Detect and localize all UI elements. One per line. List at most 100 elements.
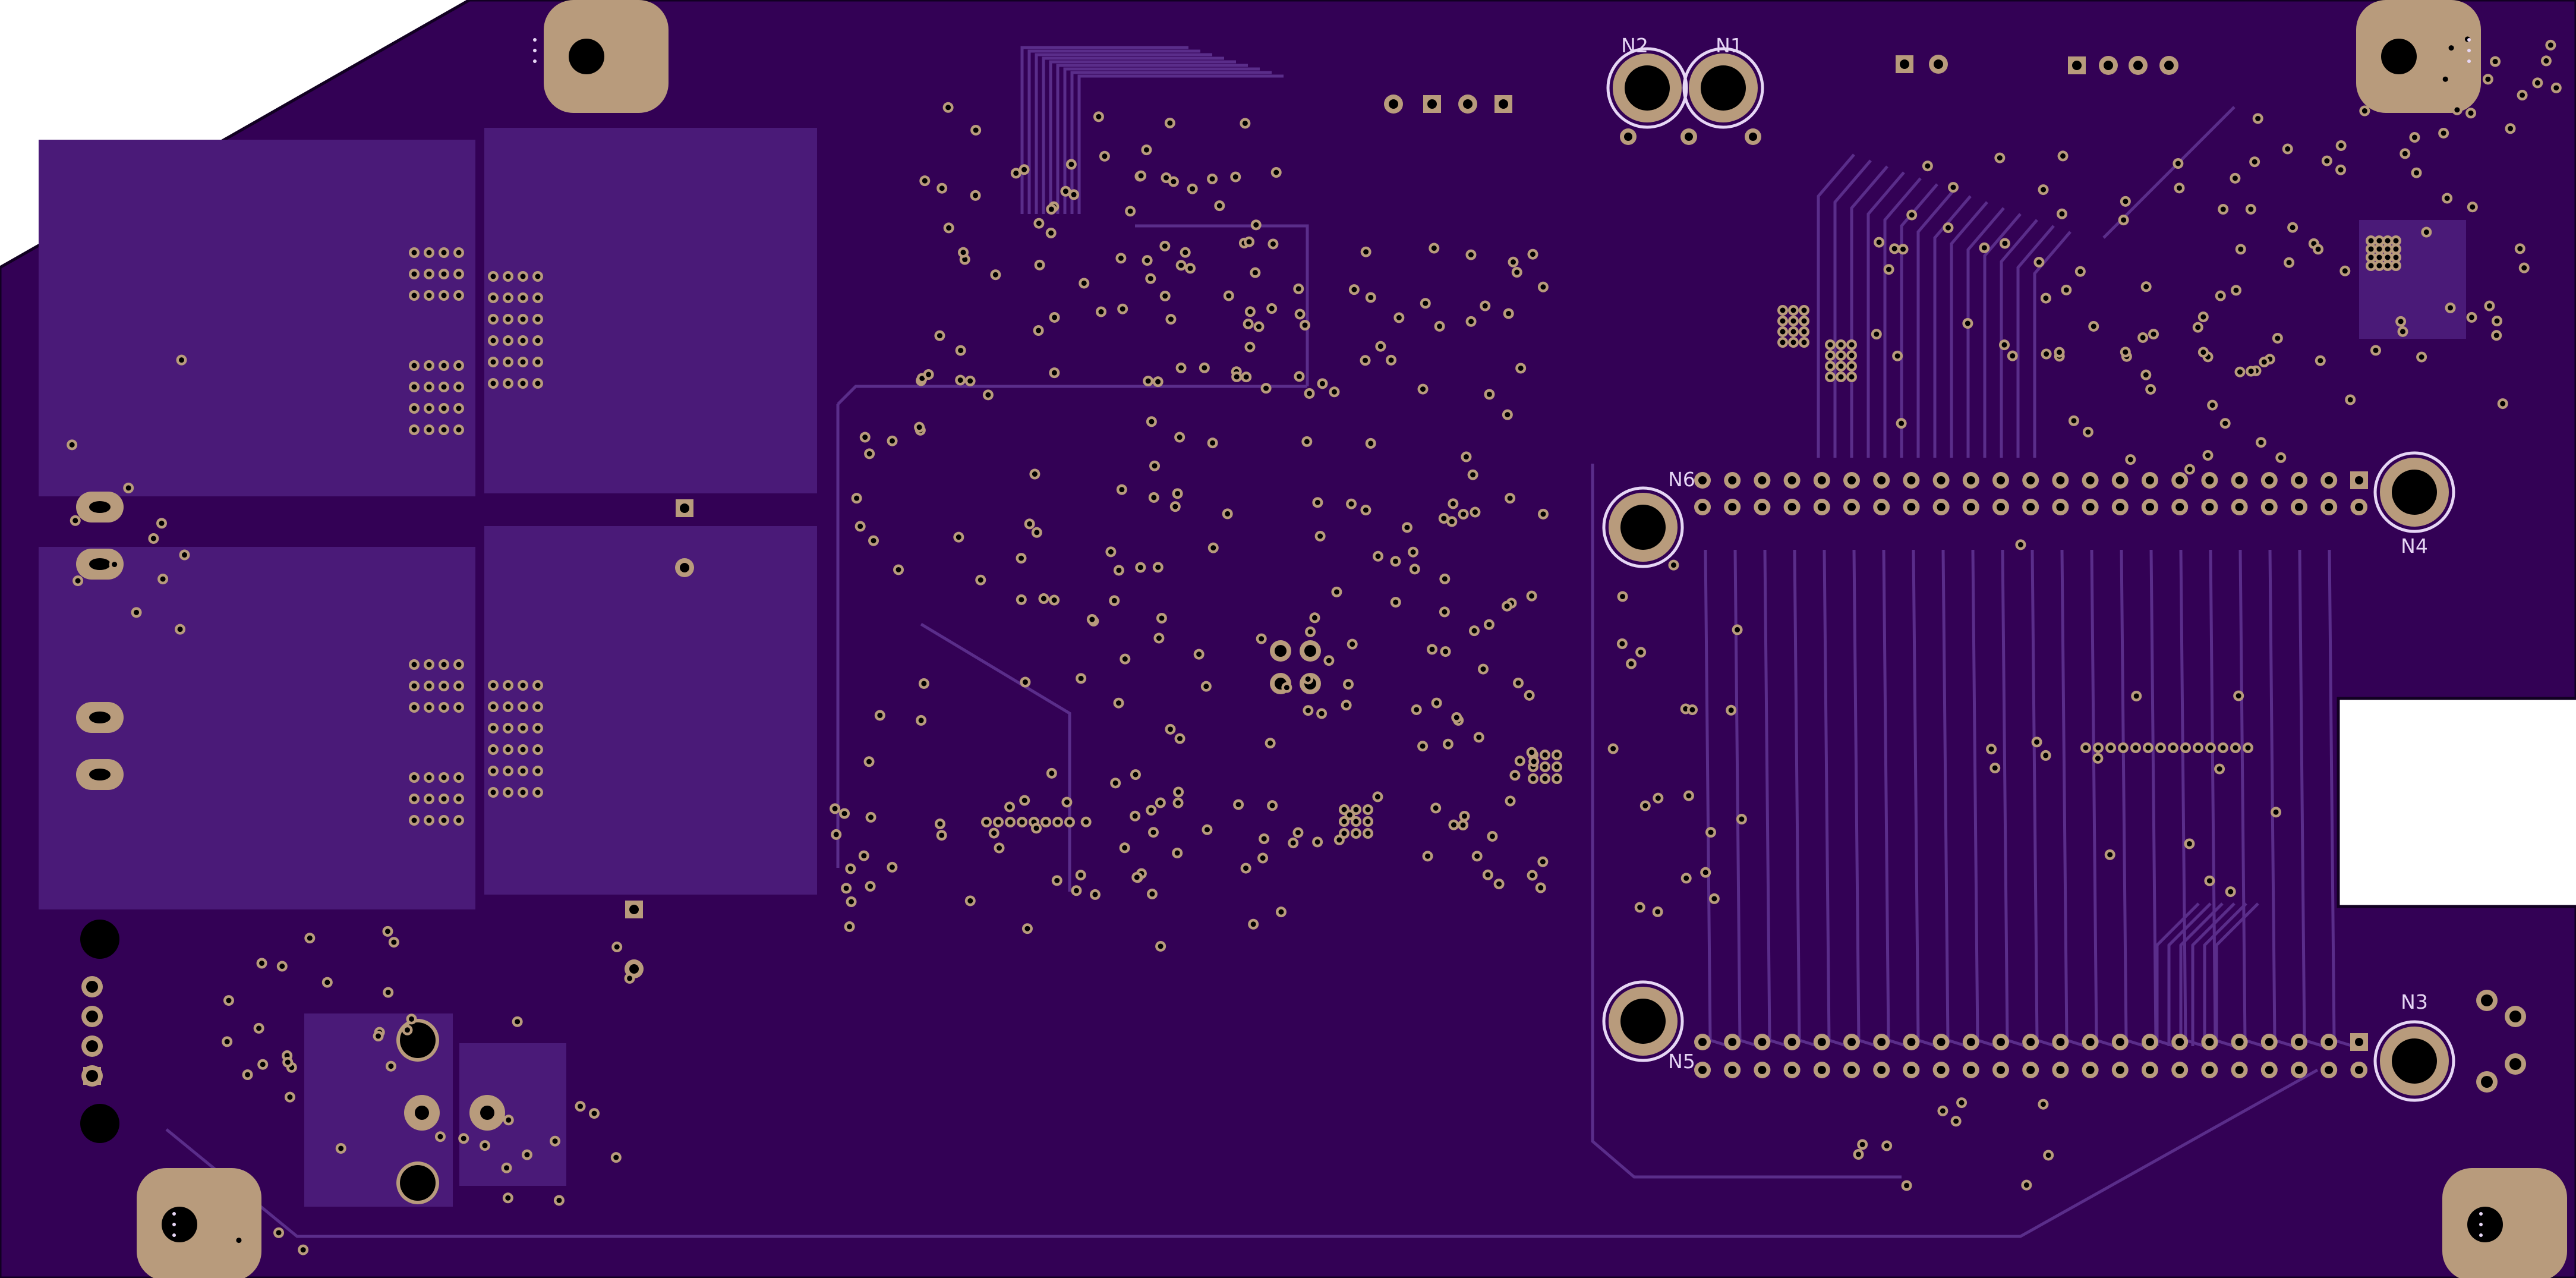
via-drill [2205,452,2211,458]
header-pin-drill [1728,503,1737,511]
via-drill [1624,133,1632,141]
via-drill [1226,293,1232,299]
trace [1591,464,1902,1179]
header-pin-drill [2295,476,2303,484]
via-drill [889,864,895,870]
trace [1966,207,2005,458]
via-drill [2508,125,2514,131]
header-pin-drill [1787,1066,1796,1074]
via-drill [1341,830,1347,836]
via-drill [1801,307,1807,313]
via-drill [1849,363,1855,369]
via-drill [1504,603,1510,609]
header-pin-drill [2115,503,2124,511]
via-drill [1531,758,1537,764]
via-drill [1177,736,1183,742]
via-drill [1838,352,1844,358]
via-drill [2285,146,2291,152]
via-drill [978,577,983,583]
via-drill [1374,794,1380,799]
via-drill [1529,593,1535,599]
header-pin-drill [1698,503,1707,511]
header-pin-drill [2205,476,2214,484]
header-pin-drill [2086,1038,2095,1046]
via-drill [520,338,526,344]
via-drill [939,832,945,838]
via-drill [614,944,620,950]
via-drill [1351,287,1357,292]
header-pin-drill [2235,503,2244,511]
via-drill [426,662,432,668]
header-pin-drill [1877,1038,1886,1046]
via-drill [2133,745,2139,751]
via-drill [2273,809,2279,815]
label-N1: N1 [1716,34,1743,57]
via-drill [1051,370,1057,376]
via-drill [441,775,447,780]
header-pin-drill [1758,476,1767,484]
via-drill [1529,750,1535,756]
trace [1035,53,1212,214]
via-drill [1909,212,1915,218]
via-drill [841,811,847,817]
via-drill [405,1027,411,1033]
via-drill [2120,745,2126,751]
via-drill [490,768,496,774]
via-drill [2402,150,2408,156]
via-drill [1610,746,1616,752]
via-drill [1540,284,1546,290]
via-drill [1081,280,1087,286]
via-drill [505,1195,511,1201]
via-drill [1138,173,1144,179]
via-drill [426,704,432,710]
via-drill [2468,314,2474,320]
via-drill [2481,994,2493,1006]
trace [1833,159,1872,458]
via-drill [1068,161,1074,167]
via-drill [1243,374,1249,380]
via-drill [890,438,896,444]
via-drill [300,1247,306,1253]
header-pin-drill [1966,503,1975,511]
via-drill [1414,707,1420,713]
via-drill [1158,943,1164,949]
via-drill [505,682,511,688]
via-drill [236,1238,242,1244]
via-drill [2140,335,2146,341]
via-drill [2385,238,2391,244]
via-drill [1158,799,1164,805]
via-drill [2385,254,2391,260]
via-drill [1159,615,1165,621]
via-drill [2220,745,2226,751]
header-pin-drill [1758,1038,1767,1046]
via-drill [1256,324,1262,330]
via-drill [1507,495,1513,501]
via-drill [2261,359,2267,365]
header-pin-1-drill [2355,476,2363,484]
via-drill [520,747,526,753]
via-drill [1311,615,1317,621]
via-drill [1476,734,1482,740]
via-drill [1801,329,1807,335]
via-drill [2248,369,2254,374]
via-drill [1365,819,1371,824]
via-drill [1642,802,1648,808]
via-drill [535,789,541,795]
via-drill [1511,259,1516,265]
via-drill [1514,269,1520,275]
via-drill [2252,159,2257,165]
via-drill [1021,798,1027,804]
jack-shield-drill [400,1165,436,1201]
via-drill [1269,802,1275,808]
via-drill [1363,357,1369,363]
via-drill [159,520,165,526]
via-drill [411,363,417,369]
header-pin-drill [2056,476,2065,484]
via-drill [1849,342,1855,348]
header-pin-drill [2146,1038,2154,1046]
copper-pour [39,140,475,496]
via-drill [1278,909,1284,915]
silk-dot [533,49,537,52]
via-drill [426,775,432,780]
via-drill [2041,187,2047,193]
